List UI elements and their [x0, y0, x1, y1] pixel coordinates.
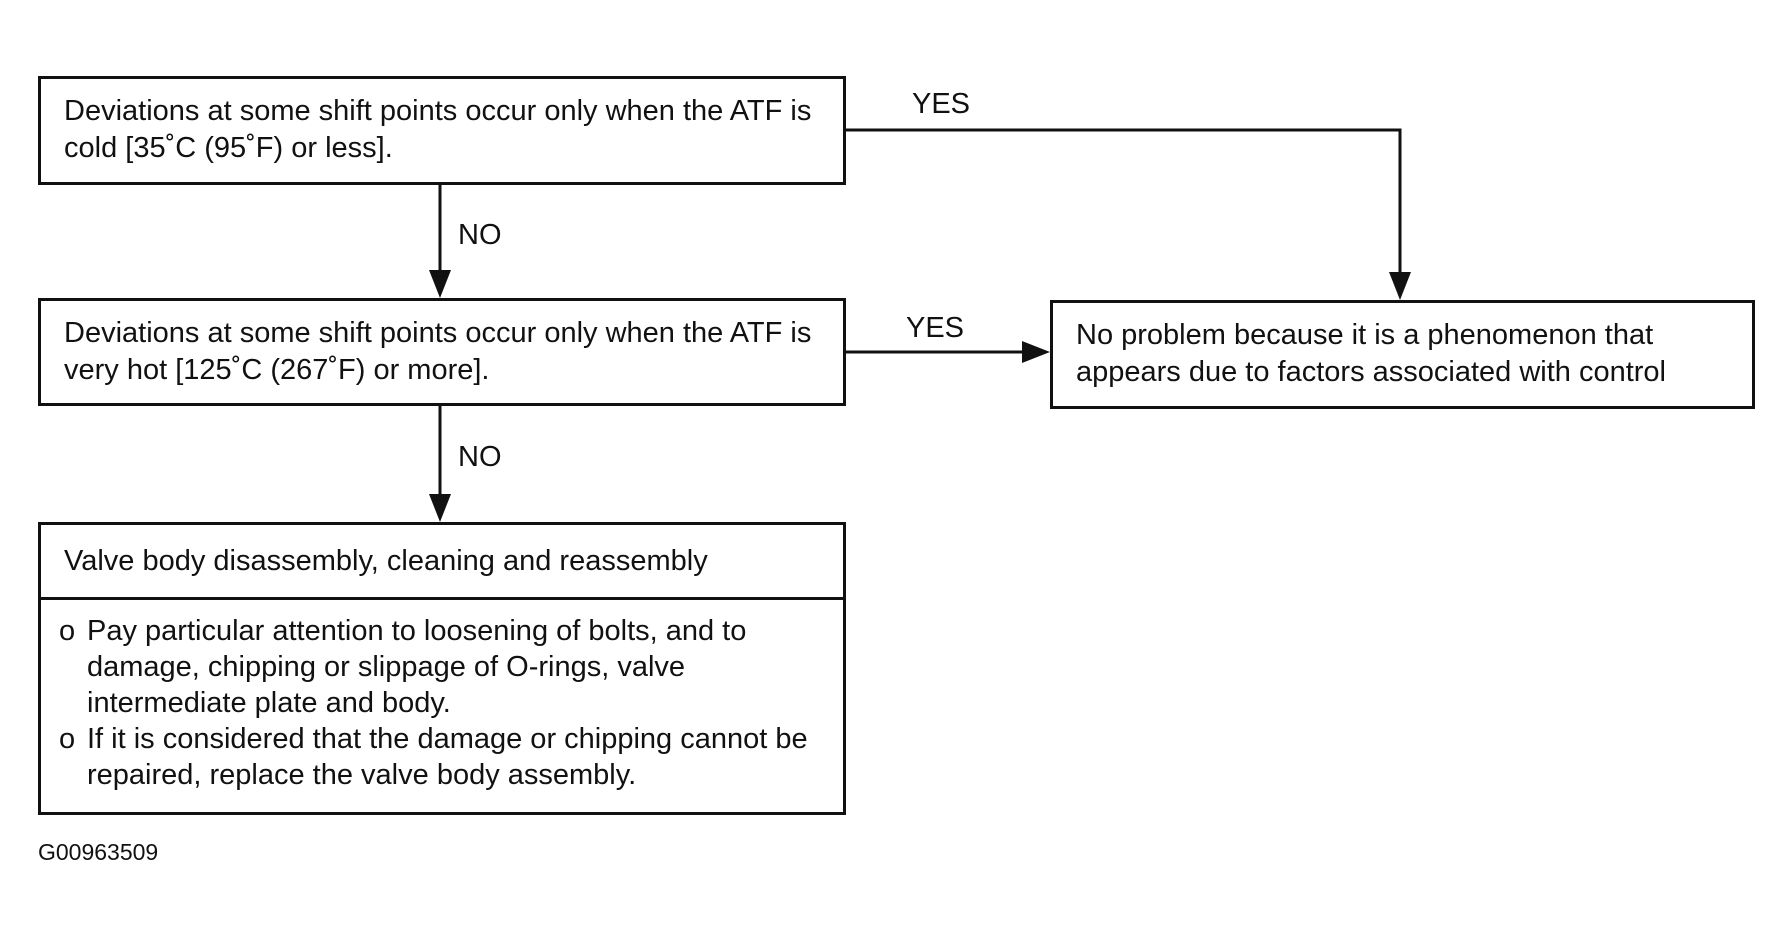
arrowhead-no-cold — [429, 270, 451, 298]
no-label-cold: NO — [458, 219, 502, 251]
arrowhead-yes-cold — [1389, 272, 1411, 300]
yes-connector-cold — [846, 128, 1402, 290]
decision-box-atf-hot: Deviations at some shift points occur on… — [38, 298, 846, 406]
list-item: o Pay particular attention to loosening … — [59, 613, 839, 721]
bullet-marker: o — [59, 723, 76, 755]
decision-text-atf-hot: Deviations at some shift points occur on… — [64, 317, 812, 386]
result-box-no-problem: No problem because it is a phenomenon th… — [1050, 300, 1755, 409]
list-item-text: If it is considered that the damage or c… — [87, 723, 808, 791]
decision-box-atf-cold: Deviations at some shift points occur on… — [38, 76, 846, 185]
figure-code: G00963509 — [38, 839, 159, 865]
list-item-text: Pay particular attention to loosening of… — [87, 615, 747, 719]
result-text-no-problem: No problem because it is a phenomenon th… — [1076, 319, 1666, 388]
arrowhead-no-hot — [429, 494, 451, 522]
action-box-header: Valve body disassembly, cleaning and rea… — [41, 525, 843, 600]
arrowhead-yes-hot — [1022, 341, 1050, 363]
list-item: o If it is considered that the damage or… — [59, 721, 839, 793]
bullet-marker: o — [59, 615, 76, 647]
action-instructions-list: o Pay particular attention to loosening … — [59, 613, 839, 793]
action-box-valve-body: Valve body disassembly, cleaning and rea… — [38, 522, 846, 815]
yes-label-hot: YES — [906, 312, 965, 344]
yes-label-cold: YES — [912, 88, 971, 120]
decision-text-atf-cold: Deviations at some shift points occur on… — [64, 95, 812, 164]
action-title: Valve body disassembly, cleaning and rea… — [64, 545, 708, 577]
no-label-hot: NO — [458, 441, 502, 473]
